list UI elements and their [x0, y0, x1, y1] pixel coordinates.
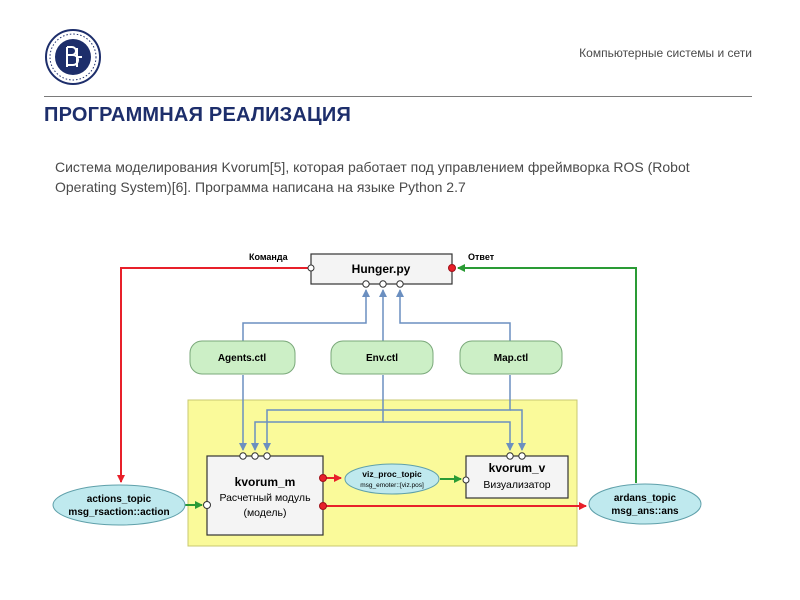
hunger-label: Hunger.py — [352, 262, 411, 276]
kvorum-m-node: kvorum_m Расчетный модуль (модель) — [206, 452, 324, 536]
actions-topic-node: actions_topic msg_rsaction::action — [52, 484, 186, 526]
env-ctl-label: Env.ctl — [366, 353, 398, 364]
agents-ctl-node: Agents.ctl — [189, 340, 296, 375]
kvorum-m-line1: Расчетный модуль — [219, 492, 311, 504]
kvorum-v-line1: Визуализатор — [483, 479, 550, 491]
map-ctl-node: Map.ctl — [459, 340, 563, 375]
command-label: Команда — [249, 252, 289, 262]
agents-ctl-label: Agents.ctl — [218, 353, 267, 364]
kvorum-m-out-port — [319, 474, 327, 482]
agents-to-hunger-arrow — [242, 289, 370, 341]
intro-text: Система моделирования Kvorum[5], которая… — [55, 159, 690, 195]
hse-logo — [45, 29, 101, 85]
answer-label: Ответ — [468, 252, 495, 262]
actions-topic-line1: actions_topic — [87, 494, 152, 505]
slide-title: ПРОГРАММНАЯ РЕАЛИЗАЦИЯ — [44, 104, 352, 126]
kvorum-v-node: kvorum_v Визуализатор — [462, 452, 569, 499]
env-ctl-node: Env.ctl — [330, 340, 434, 375]
ardans-topic-line1: ardans_topic — [614, 493, 677, 504]
hunger-node: Hunger.py — [307, 253, 456, 288]
viz-topic-line2: msg_emoter::[viz.pos] — [360, 482, 424, 489]
kvorum-m-line2: (модель) — [243, 507, 286, 519]
ardans-topic-line2: msg_ans::ans — [611, 506, 679, 517]
ardans-topic-node: ardans_topic msg_ans::ans — [588, 483, 702, 525]
map-to-kvorum-v-arrow — [510, 409, 526, 451]
env-to-kvorum-m-arrow — [251, 375, 384, 451]
viz-topic-line1: viz_proc_topic — [362, 469, 422, 479]
kvorum-v-title: kvorum_v — [489, 461, 546, 475]
kvorum-m-ans-port — [319, 502, 327, 510]
map-to-kvorum-m-arrow — [263, 375, 511, 451]
org-name: Компьютерные системы и сети — [579, 46, 752, 60]
map-to-hunger-arrow — [396, 289, 511, 341]
env-to-kvorum-v-arrow — [383, 421, 514, 451]
map-ctl-label: Map.ctl — [494, 353, 529, 364]
kvorum-m-in-port — [203, 501, 211, 509]
header-divider — [44, 96, 752, 97]
kvorum-m-title: kvorum_m — [235, 475, 296, 489]
answer-arrow — [457, 264, 637, 483]
actions-topic-line2: msg_rsaction::action — [68, 507, 169, 518]
command-arrow — [117, 267, 312, 483]
viz-proc-topic-node: viz_proc_topic msg_emoter::[viz.pos] — [344, 463, 440, 495]
